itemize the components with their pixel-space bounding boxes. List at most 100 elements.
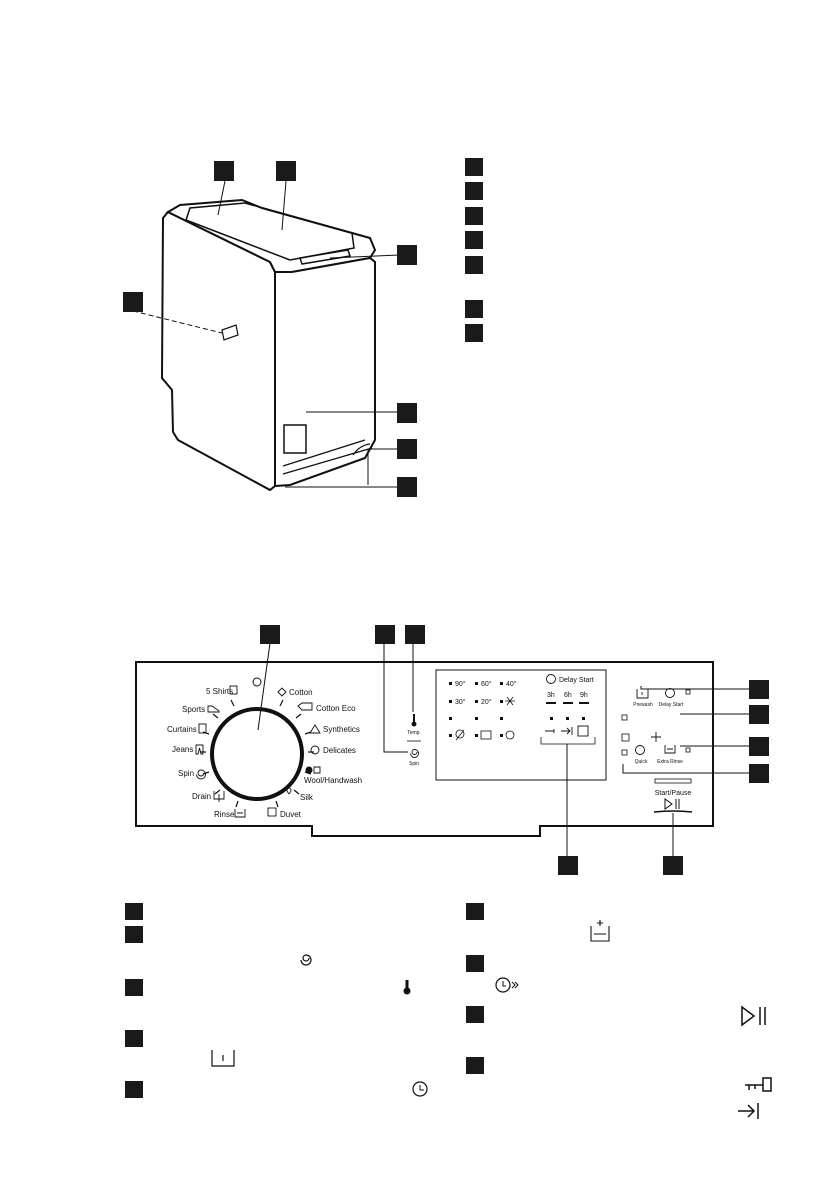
legend-marker bbox=[465, 207, 483, 225]
prewash-icon bbox=[636, 689, 649, 699]
legend-marker bbox=[466, 1006, 484, 1023]
cotton-eco-icon bbox=[297, 702, 313, 711]
shirt-icon bbox=[229, 685, 238, 695]
marker-machine-6 bbox=[397, 439, 417, 459]
delay-9h: 9h bbox=[580, 692, 588, 699]
programme-label: Spin bbox=[178, 769, 194, 778]
legend-marker bbox=[125, 926, 143, 943]
temp-90: 90° bbox=[455, 680, 466, 688]
prewash-icon bbox=[211, 1050, 235, 1067]
spin-icon bbox=[300, 954, 312, 966]
legend-marker bbox=[125, 1081, 143, 1098]
delay-start-icon bbox=[546, 674, 556, 684]
child-lock-icon bbox=[745, 1084, 763, 1090]
wool-icon bbox=[305, 766, 313, 774]
control-panel: 5 Shirts Sports Curtains Jeans Spin Drai… bbox=[135, 661, 714, 837]
temp-button[interactable]: Temp. bbox=[407, 714, 421, 742]
programme-label: Wool/Handwash bbox=[304, 776, 362, 785]
delay-start-icon bbox=[412, 1081, 428, 1097]
panel-leader-lines bbox=[257, 642, 757, 857]
marker-panel-5 bbox=[749, 705, 769, 724]
spin-icon bbox=[410, 749, 419, 758]
marker-machine-1 bbox=[214, 161, 234, 181]
programme-label: Synthetics bbox=[323, 725, 360, 734]
temp-40: 40° bbox=[506, 680, 517, 688]
prewash-button[interactable]: Prewash bbox=[621, 689, 653, 721]
programme-label: Drain bbox=[192, 792, 211, 801]
machine-legend-markers bbox=[465, 158, 483, 342]
legend-marker bbox=[465, 231, 483, 249]
spin-label: Spin bbox=[409, 761, 419, 767]
machine-markers bbox=[123, 161, 417, 497]
extra-rinse-label: Extra Rinse bbox=[657, 759, 683, 765]
start-pause-button[interactable]: Start/Pause bbox=[653, 778, 693, 813]
handwash-icon bbox=[313, 766, 321, 774]
shoe-icon bbox=[207, 705, 220, 713]
legend-marker bbox=[125, 1030, 143, 1047]
prewash-label: Prewash bbox=[633, 702, 653, 708]
no-spin-icon bbox=[455, 729, 465, 741]
quick-button[interactable]: Quick bbox=[621, 732, 661, 765]
dial-indicator-light bbox=[252, 677, 262, 687]
night-icon bbox=[505, 730, 515, 740]
legend-marker bbox=[125, 903, 143, 920]
programme-dial[interactable] bbox=[210, 707, 304, 801]
legend-marker bbox=[125, 979, 143, 996]
spin-button[interactable]: Spin bbox=[409, 749, 419, 768]
legend-marker bbox=[465, 300, 483, 318]
quick-icon bbox=[495, 977, 511, 993]
rinse-hold-icon bbox=[480, 730, 492, 740]
programme-label: Duvet bbox=[280, 810, 302, 819]
legend-marker bbox=[465, 158, 483, 176]
delay-start-label: Delay Start bbox=[559, 677, 594, 684]
marker-panel-9 bbox=[663, 856, 683, 875]
panel-legend bbox=[125, 903, 772, 1119]
marker-panel-6 bbox=[749, 737, 769, 756]
programme-label: Silk bbox=[300, 793, 314, 802]
temp-label: Temp. bbox=[407, 730, 421, 736]
quick-label: Quick bbox=[635, 759, 648, 765]
door-lock-icon bbox=[577, 725, 589, 737]
legend-marker bbox=[466, 1057, 484, 1074]
child-lock-icon bbox=[545, 729, 555, 733]
rinse-icon bbox=[234, 809, 246, 818]
quick-icon bbox=[635, 745, 645, 755]
play-pause-icon bbox=[664, 798, 680, 810]
legend-marker bbox=[466, 955, 484, 972]
extra-rinse-icon bbox=[664, 745, 676, 754]
extra-rinse-icon bbox=[590, 920, 610, 942]
delay-start-button-label: Delay Start bbox=[659, 702, 684, 708]
programme-label: Cotton Eco bbox=[316, 704, 356, 713]
temperature-indicators: 90° 60° 40° 30° 20° bbox=[449, 680, 517, 741]
marker-panel-7 bbox=[749, 764, 769, 783]
delicates-icon bbox=[310, 745, 320, 755]
silk-icon bbox=[286, 787, 292, 795]
drain-icon bbox=[213, 791, 225, 802]
programme-label: 5 Shirts bbox=[206, 687, 233, 696]
temp-30: 30° bbox=[455, 698, 466, 706]
legend-marker bbox=[465, 256, 483, 274]
marker-machine-7 bbox=[397, 477, 417, 497]
lock-indicators bbox=[540, 717, 596, 745]
play-pause-icon bbox=[741, 1005, 766, 1027]
legend-marker bbox=[465, 182, 483, 200]
programme-label: Cotton bbox=[289, 688, 313, 697]
start-pause-label: Start/Pause bbox=[655, 790, 692, 797]
marker-panel-2 bbox=[375, 625, 395, 644]
programme-label: Delicates bbox=[323, 746, 356, 755]
cotton-icon bbox=[277, 687, 287, 697]
machine-leader-lines bbox=[132, 180, 400, 488]
marker-panel-3 bbox=[405, 625, 425, 644]
marker-machine-2 bbox=[276, 161, 296, 181]
duvet-icon bbox=[267, 807, 277, 817]
washing-machine-illustration bbox=[160, 198, 377, 492]
dial-labels-right: Cotton Cotton Eco Synthetics Delicates W… bbox=[267, 687, 362, 819]
marker-machine-3 bbox=[397, 245, 417, 265]
door-arrow-icon bbox=[738, 1103, 759, 1119]
marker-machine-5 bbox=[397, 403, 417, 423]
dial-labels-left: 5 Shirts Sports Curtains Jeans Spin Drai… bbox=[167, 685, 246, 819]
extra-rinse-button[interactable]: Extra Rinse bbox=[657, 745, 691, 765]
marker-panel-4 bbox=[749, 680, 769, 699]
spin-icon bbox=[196, 769, 206, 780]
